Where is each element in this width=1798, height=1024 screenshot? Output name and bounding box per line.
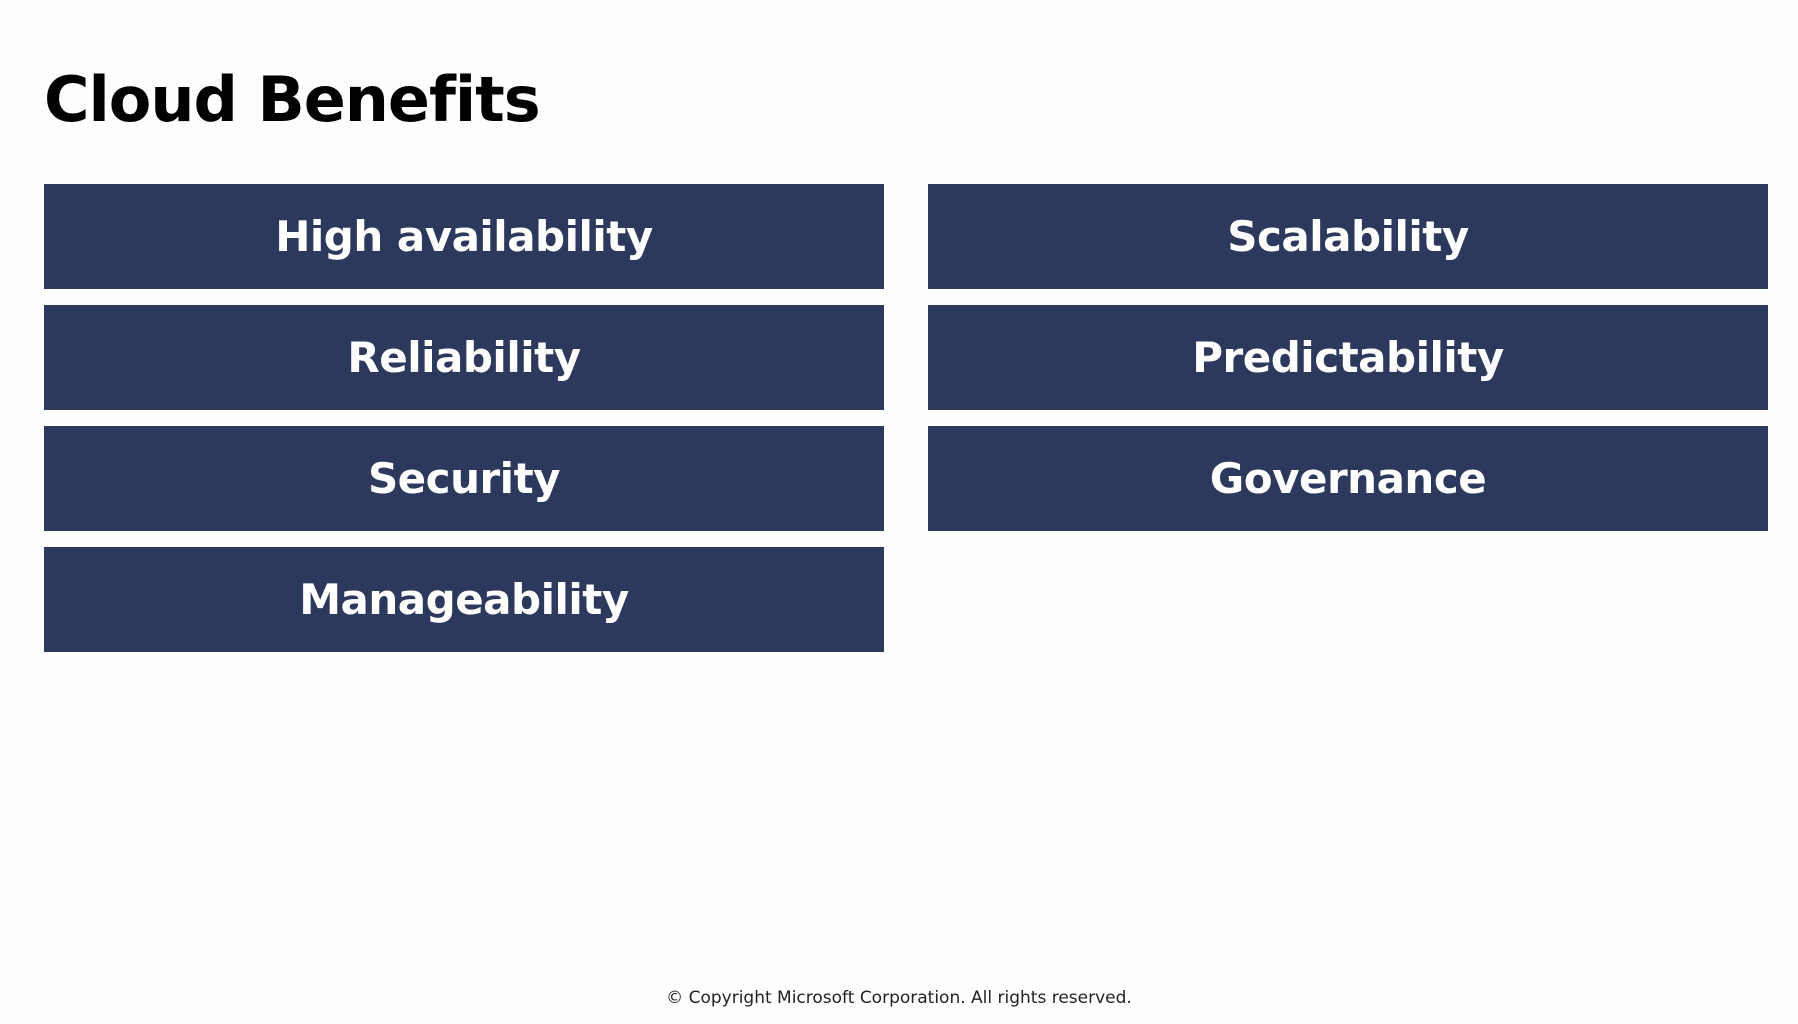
benefit-label: Security (367, 454, 561, 503)
benefit-tile-security: Security (44, 426, 884, 531)
benefit-label: Predictability (1192, 333, 1504, 382)
copyright-footer: © Copyright Microsoft Corporation. All r… (666, 988, 1132, 1008)
benefit-label: Scalability (1227, 212, 1469, 261)
slide-title: Cloud Benefits (44, 63, 541, 136)
benefit-tile-scalability: Scalability (928, 184, 1768, 289)
benefit-tile-governance: Governance (928, 426, 1768, 531)
benefit-label: Governance (1209, 454, 1487, 503)
benefit-label: Reliability (347, 333, 581, 382)
benefits-grid: High availability Scalability Reliabilit… (44, 184, 1768, 652)
benefit-label: High availability (275, 212, 653, 261)
benefit-label: Manageability (299, 575, 629, 624)
benefit-tile-predictability: Predictability (928, 305, 1768, 410)
benefit-tile-reliability: Reliability (44, 305, 884, 410)
benefit-tile-manageability: Manageability (44, 547, 884, 652)
benefit-tile-high-availability: High availability (44, 184, 884, 289)
